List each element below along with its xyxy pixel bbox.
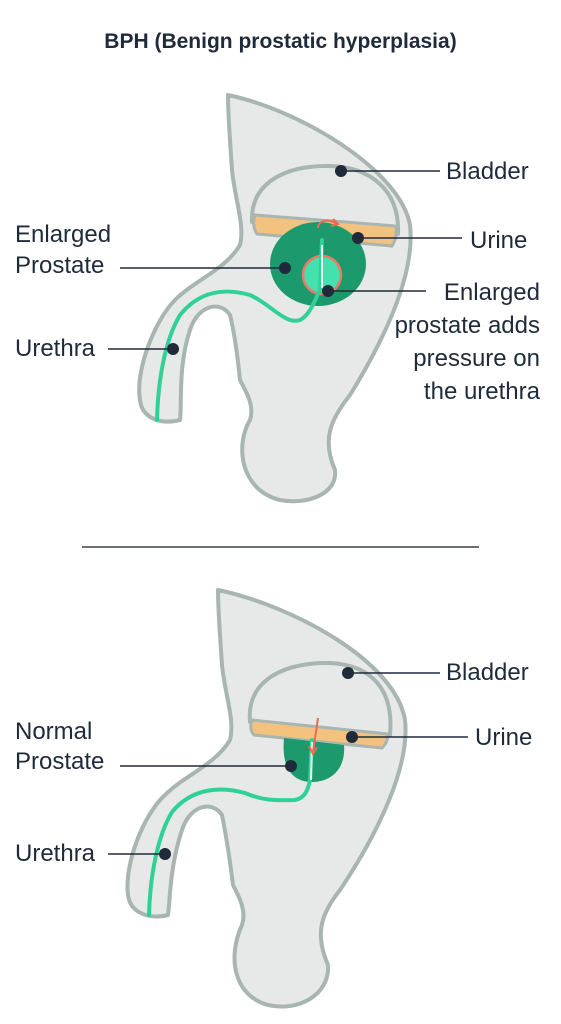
label-pressure-4: the urethra [423, 378, 540, 405]
dot-prostate-top [279, 262, 291, 274]
label-urine-top: Urine [470, 227, 528, 254]
label-pressure-3: pressure on [413, 345, 540, 372]
label-enlarged-prostate-2: Prostate [15, 252, 105, 279]
flow-arrow-head-bottom [308, 745, 318, 757]
label-normal-prostate-2: Prostate [15, 748, 105, 775]
bph-diagram [108, 93, 462, 504]
normal-prostate [283, 738, 345, 782]
normal-diagram [108, 588, 468, 1009]
dot-urine-top [352, 232, 364, 244]
label-bladder-top: Bladder [446, 158, 529, 185]
body-silhouette-top [137, 93, 413, 504]
label-urethra-bottom: Urethra [15, 840, 96, 867]
dot-pressure-top [322, 285, 334, 297]
label-urethra-top: Urethra [15, 335, 96, 362]
label-urine-bottom: Urine [475, 724, 533, 751]
dot-bladder-top [335, 165, 347, 177]
dot-bladder-bottom [342, 667, 354, 679]
label-enlarged-prostate-1: Enlarged [15, 221, 112, 248]
label-normal-prostate-1: Normal [15, 718, 93, 745]
bladder-bottom [247, 660, 393, 737]
dot-prostate-bottom [285, 760, 297, 772]
dot-urine-bottom [346, 731, 358, 743]
flow-arrow-bottom [312, 717, 319, 753]
label-pressure-2: prostate adds [394, 312, 540, 339]
flow-arrow-head-top [330, 218, 340, 227]
urethra-bottom [147, 738, 314, 917]
urethra-inner-bottom [310, 741, 313, 781]
page-title: BPH (Benign prostatic hyperplasia) [104, 30, 457, 53]
urethra-top [155, 238, 324, 422]
flow-arrow-top [317, 219, 337, 229]
dot-urethra-bottom [159, 848, 171, 860]
label-pressure-1: Enlarged [443, 279, 540, 306]
dot-urethra-top [167, 343, 179, 355]
label-bladder-bottom: Bladder [446, 659, 529, 686]
